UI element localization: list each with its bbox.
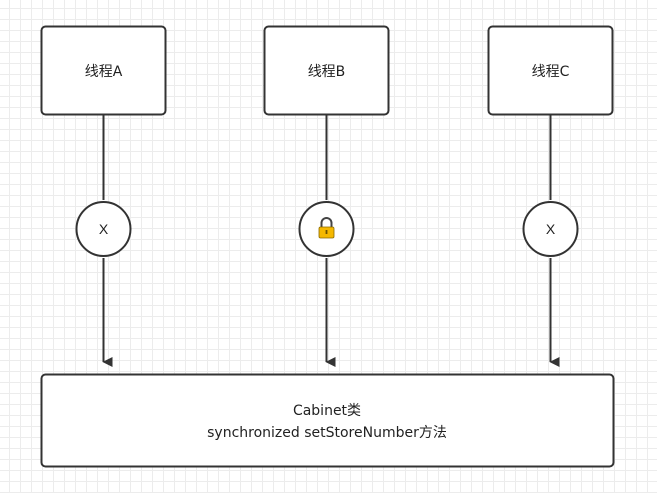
thread-b-status — [298, 201, 355, 257]
synchronized-method-label: synchronized setStoreNumber方法 — [207, 425, 447, 441]
thread-a-label: 线程A — [85, 64, 123, 80]
blocked-x-icon: X — [99, 221, 109, 237]
thread-b-box: 线程B — [263, 25, 390, 116]
cabinet-method-box: Cabinet类 synchronized setStoreNumber方法 — [40, 373, 615, 468]
lock-icon — [318, 217, 335, 239]
thread-a-status: X — [75, 201, 132, 257]
thread-b-label: 线程B — [308, 64, 346, 80]
cabinet-class-label: Cabinet类 — [293, 403, 361, 419]
thread-c-label: 线程C — [532, 64, 570, 80]
thread-c-box: 线程C — [487, 25, 614, 116]
thread-c-status: X — [522, 201, 579, 257]
blocked-x-icon: X — [546, 221, 556, 237]
thread-a-box: 线程A — [40, 25, 167, 116]
